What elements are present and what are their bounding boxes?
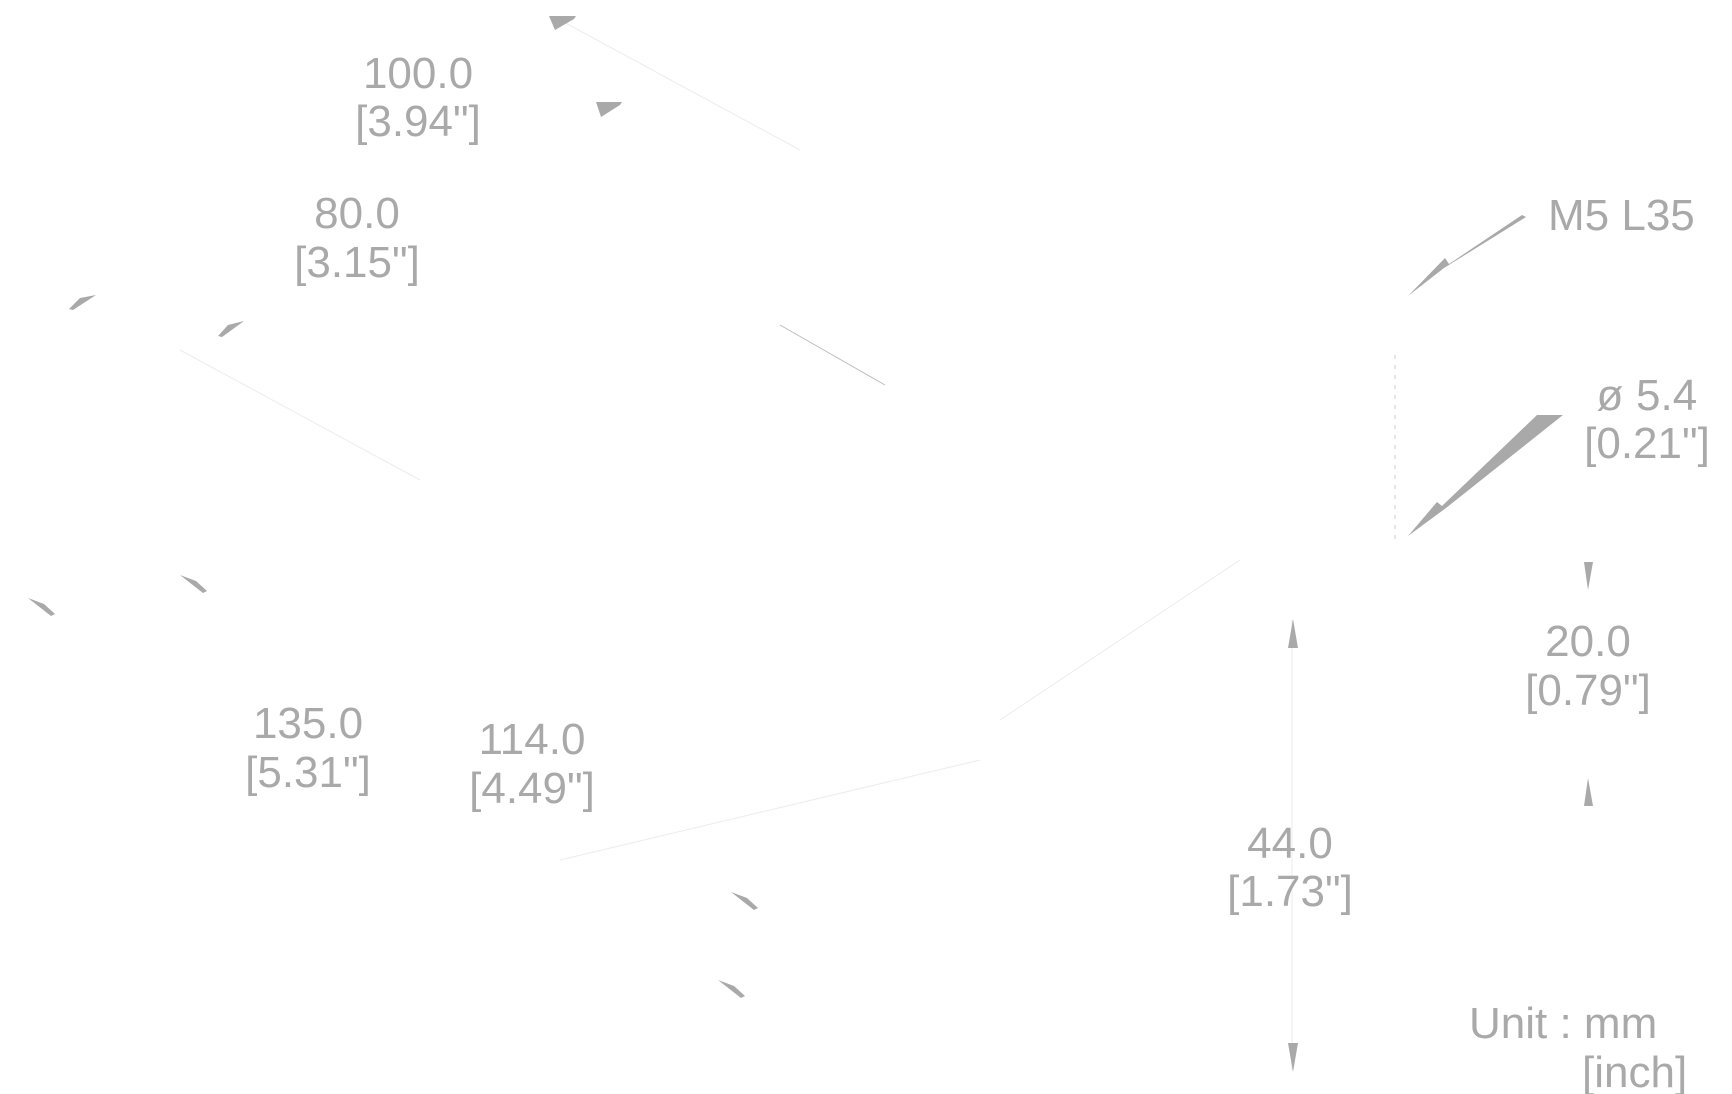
dimension-height-20-inch: [0.79"] (1525, 666, 1651, 715)
hole-callout: ø 5.4 [0.21"] (1408, 371, 1710, 536)
unit-note-mm: Unit : mm (1469, 999, 1657, 1048)
screw-label: M5 L35 (1548, 191, 1695, 240)
arrow-height-44-top (1288, 619, 1298, 648)
dimension-depth-114-mm: 114.0 (479, 715, 586, 764)
dimension-height-20-mm: 20.0 (1545, 617, 1631, 666)
dimension-width-100-inch: [3.94"] (355, 97, 481, 146)
screw-leader-arrow (1408, 215, 1526, 296)
dimension-width-100-mm: 100.0 (363, 49, 473, 98)
dimension-width-80-mm: 80.0 (314, 189, 400, 238)
arrow-depth-114-top (180, 575, 207, 593)
unit-note: Unit : mm [inch] (1469, 999, 1687, 1094)
hole-diameter-inch: [0.21"] (1584, 419, 1710, 468)
unit-note-inch: [inch] (1582, 1048, 1687, 1094)
hole-diameter-value: 5.4 (1636, 371, 1697, 420)
arrow-depth-135-top (28, 598, 55, 616)
dimension-depth-114: 114.0 [4.49"] (180, 575, 758, 910)
dimension-height-44-inch: [1.73"] (1227, 867, 1353, 916)
dimension-width-100: 100.0 [3.94"] (355, 16, 622, 146)
arrow-width-80-right (218, 321, 244, 337)
dimension-depth-114-inch: [4.49"] (469, 764, 595, 813)
dimension-height-44-mm: 44.0 (1247, 819, 1333, 868)
hole-leader-arrow (1408, 415, 1563, 536)
arrow-height-44-bottom (1288, 1043, 1298, 1072)
dimension-height-20: 20.0 [0.79"] (1525, 562, 1651, 806)
part-outline (179, 19, 1396, 1070)
arrow-height-20-bottom (1584, 778, 1593, 806)
arrow-width-100-bottom (596, 102, 622, 117)
arrow-depth-114-bottom (731, 892, 758, 910)
dimension-depth-135-mm: 135.0 (253, 699, 363, 748)
dimension-height-44: 44.0 [1.73"] (1227, 619, 1353, 1072)
dimension-depth-135-inch: [5.31"] (245, 748, 371, 797)
dimension-width-80: 80.0 [3.15"] (69, 189, 420, 337)
dimension-depth-135: 135.0 [5.31"] (28, 598, 745, 998)
arrow-height-20-top (1584, 562, 1593, 590)
arrow-width-100-top (549, 16, 576, 30)
screw-callout: M5 L35 (1408, 191, 1695, 296)
arrow-width-80-left (69, 295, 96, 310)
arrow-depth-135-bottom (718, 980, 745, 998)
hole-diameter-symbol: ø (1597, 371, 1624, 420)
dimension-width-80-inch: [3.15"] (294, 238, 420, 287)
